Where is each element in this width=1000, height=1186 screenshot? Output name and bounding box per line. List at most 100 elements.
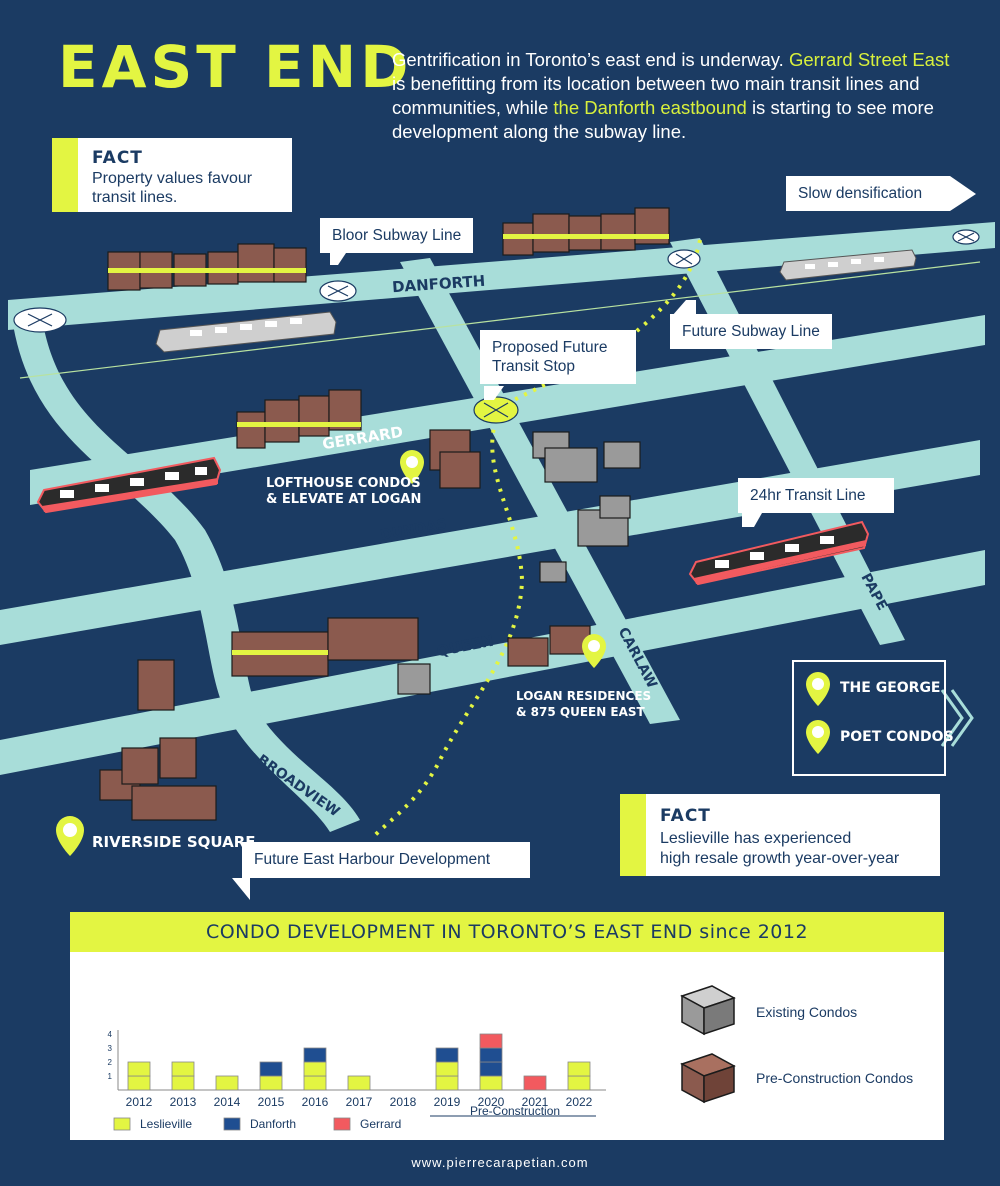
y-tick-label: 3 <box>108 1044 113 1053</box>
road-carlaw <box>400 258 680 724</box>
bar-segment-leslieville <box>127 1075 151 1091</box>
bar-segment-danforth <box>479 1047 503 1063</box>
page-title: EAST END <box>58 33 413 101</box>
bar-segment-leslieville <box>435 1061 459 1077</box>
x-tick-label: 2022 <box>566 1095 593 1109</box>
east-harbour-line <box>370 419 525 840</box>
bar-segment-leslieville <box>127 1061 151 1077</box>
chart-panel: CONDO DEVELOPMENT IN TORONTO’S EAST END … <box>70 912 944 1140</box>
road-danforth <box>8 222 995 330</box>
road-broadview <box>12 318 360 832</box>
x-tick-label: 2013 <box>170 1095 197 1109</box>
callout-proposed-stop: Proposed Future Transit Stop <box>480 330 636 384</box>
fact-heading: FACT <box>92 148 143 168</box>
key-pre-construction-condos: Pre-Construction Condos <box>756 1070 914 1086</box>
streetcar-gerrard <box>36 456 222 514</box>
bar-segment-leslieville <box>347 1075 371 1091</box>
place-label-lofthouse: LOFTHOUSE CONDOS & ELEVATE AT LOGAN <box>266 476 422 507</box>
pin-logan <box>582 634 606 668</box>
callout-east-harbour: Future East Harbour Development <box>242 842 530 878</box>
y-tick-label: 4 <box>108 1030 113 1039</box>
bar-segment-danforth <box>435 1047 459 1063</box>
callout-slow-densification: Slow densification <box>786 176 950 211</box>
road-dundas <box>0 440 980 645</box>
buildings-grey <box>397 431 641 695</box>
intro-highlight-danforth: the Danforth eastbound <box>553 97 747 118</box>
legend-the-george: THE GEORGE <box>840 680 941 696</box>
pin-riverside <box>56 816 84 856</box>
bar-segment-gerrard <box>523 1075 547 1091</box>
fact-box-property: FACT Property values favour transit line… <box>50 136 294 214</box>
pin-the-george <box>806 672 830 706</box>
x-tick-label: 2020 <box>478 1095 505 1109</box>
legend-box <box>792 660 946 776</box>
callout-arrow-icon <box>950 176 976 211</box>
key-existing-condos: Existing Condos <box>756 1004 858 1020</box>
footer-url: www.pierrecarapetian.com <box>411 1155 589 1170</box>
fact-line: high resale growth year-over-year <box>660 850 900 867</box>
bar-segment-leslieville <box>171 1075 195 1091</box>
buildings-brick <box>99 207 670 821</box>
fact-heading: FACT <box>660 806 711 826</box>
intro-highlight-gerrard: Gerrard Street East <box>788 49 950 70</box>
callout-tail <box>484 386 504 400</box>
bar-segment-gerrard <box>479 1033 503 1049</box>
subway-train-east <box>779 249 917 281</box>
existing-condo-icon <box>680 985 736 1036</box>
bar-segment-danforth <box>303 1047 327 1063</box>
legend-swatch-gerrard <box>333 1117 351 1131</box>
legend-label-leslieville: Leslieville <box>140 1117 192 1131</box>
fact-bar <box>620 794 646 876</box>
callout-tail <box>330 253 346 265</box>
fact-line: Property values favour <box>92 170 253 187</box>
chart-title: CONDO DEVELOPMENT IN TORONTO’S EAST END … <box>70 912 944 952</box>
legend-poet-condos: POET CONDOS <box>840 729 954 745</box>
bar-segment-danforth <box>479 1061 503 1077</box>
legend-swatch-leslieville <box>113 1117 131 1131</box>
building-highlights <box>108 234 669 655</box>
place-label-riverside: RIVERSIDE SQUARE <box>92 833 256 851</box>
bar-segment-leslieville <box>303 1075 327 1091</box>
x-tick-label: 2017 <box>346 1095 373 1109</box>
callout-tail <box>232 878 250 900</box>
pin-poet <box>806 720 830 754</box>
x-tick-label: 2015 <box>258 1095 285 1109</box>
group-label-pre-construction: Pre-Construction <box>470 1104 561 1118</box>
legend-label-gerrard: Gerrard <box>360 1117 401 1131</box>
bar-segment-danforth <box>259 1061 283 1077</box>
callout-tail <box>742 513 762 527</box>
place-label-logan: LOGAN RESIDENCES & 875 QUEEN EAST <box>516 689 652 719</box>
fact-line: Leslieville has experienced <box>660 830 852 847</box>
bar-segment-leslieville <box>303 1061 327 1077</box>
bar-segment-leslieville <box>479 1075 503 1091</box>
fact-bar <box>52 138 78 212</box>
legend-chevron-icon <box>940 689 974 747</box>
bar-segment-leslieville <box>567 1075 591 1091</box>
x-tick-label: 2018 <box>390 1095 417 1109</box>
legend-swatch-danforth <box>223 1117 241 1131</box>
pre-construction-condo-icon <box>680 1053 736 1104</box>
bar-segment-leslieville <box>259 1075 283 1091</box>
streetcar-queen <box>688 520 870 586</box>
x-tick-label: 2014 <box>214 1095 241 1109</box>
callout-bloor-subway: Bloor Subway Line <box>320 218 474 253</box>
stops <box>13 229 980 424</box>
bar-segment-leslieville <box>171 1061 195 1077</box>
pins <box>56 450 830 856</box>
legend-label-danforth: Danforth <box>250 1117 296 1131</box>
bar-segment-leslieville <box>567 1061 591 1077</box>
bar-segment-leslieville <box>215 1075 239 1091</box>
x-tick-label: 2021 <box>522 1095 549 1109</box>
pin-lofthouse <box>400 450 424 484</box>
x-tick-label: 2019 <box>434 1095 461 1109</box>
callout-tail <box>672 300 696 316</box>
y-tick-label: 2 <box>108 1058 113 1067</box>
x-tick-label: 2016 <box>302 1095 329 1109</box>
callout-future-subway: Future Subway Line <box>670 314 832 349</box>
y-tick-label: 1 <box>108 1072 113 1081</box>
fact-line: transit lines. <box>92 189 178 206</box>
bar-segment-leslieville <box>435 1075 459 1091</box>
fact-box-leslieville: FACT Leslieville has experienced high re… <box>618 792 942 878</box>
subway-train-west <box>155 311 337 353</box>
